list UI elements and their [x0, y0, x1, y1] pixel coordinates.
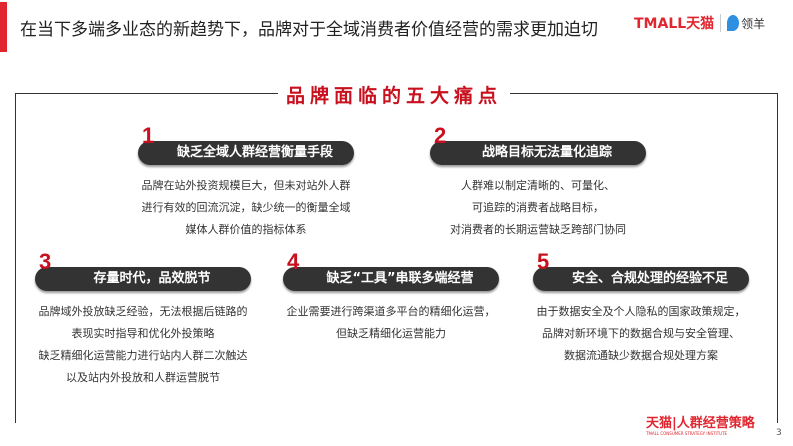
pain-point-title: 1 缺乏全域人群经营衡量手段: [138, 125, 354, 165]
footer-logo: 天猫|人群经营策略 TMALL CONSUMER STRATEGY INSTIT…: [646, 416, 755, 436]
desc-line: 品牌对新环境下的数据合规与安全管理、: [542, 327, 740, 340]
page-title: 在当下多端多业态的新趋势下，品牌对于全域消费者价值经营的需求更加迫切: [20, 20, 598, 40]
pain-point-card: 2 战略目标无法量化追踪 人群难以制定清晰的、可量化、可追踪的消费者战略目标， 对消…: [430, 125, 646, 241]
pain-point-card: 1 缺乏全域人群经营衡量手段 品牌在站外投资规模巨大，但未对站外人群进行有效的回流…: [138, 125, 354, 241]
pain-point-title: 3 存量时代，品效脱节: [35, 251, 251, 291]
pain-point-number: 1: [142, 123, 155, 148]
footer-logo-subtitle: TMALL CONSUMER STRATEGY INSTITUTE: [646, 431, 728, 436]
pain-point-title-text: 存量时代，品效脱节: [93, 271, 211, 286]
desc-line: 人群难以制定清晰的、可量化、: [461, 179, 615, 192]
desc-line: 可追踪的消费者战略目标，: [472, 201, 604, 214]
desc-line: 媒体人群价值的指标体系: [185, 223, 307, 236]
desc-line: 以及站内外投放和人群运营脱节: [66, 371, 220, 384]
desc-line: 缺乏精细化运营能力进行站内人群二次触达: [38, 349, 248, 362]
pain-point-description: 品牌域外投放缺乏经验，无法根据后链路的表现实时指导和优化外投策略缺乏精细化运营能…: [35, 301, 251, 389]
pain-point-card: 5 安全、合规处理的经验不足 由于数据安全及个人隐私的国家政策规定， 品牌对新环境下…: [533, 251, 749, 367]
desc-line: 由于数据安全及个人隐私的国家政策规定，: [536, 305, 746, 318]
pain-point-description: 企业需要进行跨渠道多平台的精细化运营， 但缺乏精细化运营能力: [283, 301, 499, 345]
pain-point-description: 品牌在站外投资规模巨大，但未对站外人群进行有效的回流沉淀，缺少统一的衡量全域媒体…: [138, 175, 354, 241]
footer-logo-text: 天猫|人群经营策略: [646, 416, 755, 431]
desc-line: 品牌域外投放缺乏经验，无法根据后链路的: [38, 305, 248, 318]
pain-point-title: 2 战略目标无法量化追踪: [430, 125, 646, 165]
section-heading: 品牌面临的五大痛点: [278, 81, 511, 108]
partner-logo-text: 领羊: [741, 16, 766, 31]
pain-point-title-text: 缺乏全域人群经营衡量手段: [176, 145, 333, 160]
pain-point-description: 由于数据安全及个人隐私的国家政策规定， 品牌对新环境下的数据合规与安全管理、数据流…: [533, 301, 749, 367]
pain-point-title-text: 安全、合规处理的经验不足: [571, 271, 728, 286]
desc-line: 对消费者的长期运营缺乏跨部门协同: [450, 223, 626, 236]
pain-point-number: 5: [537, 249, 550, 274]
drop-icon: [727, 15, 740, 31]
page-number: 3: [776, 428, 782, 438]
pain-point-title: 4 缺乏“工具”串联多端经营: [283, 251, 499, 291]
desc-line: 表现实时指导和优化外投策略: [71, 327, 215, 340]
partner-logo: 领羊: [727, 15, 765, 32]
desc-line: 但缺乏精细化运营能力: [336, 327, 446, 340]
desc-line: 企业需要进行跨渠道多平台的精细化运营，: [286, 305, 496, 318]
brand-logos: TMALL天猫 领羊: [634, 13, 765, 33]
accent-bar: [0, 2, 7, 52]
pain-point-title-text: 缺乏“工具”串联多端经营: [326, 271, 474, 286]
pain-point-card: 4 缺乏“工具”串联多端经营 企业需要进行跨渠道多平台的精细化运营， 但缺乏精细化运…: [283, 251, 499, 345]
desc-line: 进行有效的回流沉淀，缺少统一的衡量全域: [141, 201, 351, 214]
tmall-logo: TMALL天猫: [634, 16, 715, 32]
pain-point-card: 3 存量时代，品效脱节 品牌域外投放缺乏经验，无法根据后链路的表现实时指导和优化外…: [35, 251, 251, 389]
desc-line: 数据流通缺少数据合规处理方案: [564, 349, 718, 362]
desc-line: 品牌在站外投资规模巨大，但未对站外人群: [141, 179, 351, 192]
pain-point-title-text: 战略目标无法量化追踪: [481, 145, 612, 160]
divider: [720, 14, 722, 32]
pain-point-number: 3: [39, 249, 52, 274]
pain-point-number: 4: [287, 249, 300, 274]
pain-point-number: 2: [434, 123, 447, 148]
pain-point-description: 人群难以制定清晰的、可量化、可追踪的消费者战略目标， 对消费者的长期运营缺乏跨部门…: [430, 175, 646, 241]
pain-point-title: 5 安全、合规处理的经验不足: [533, 251, 749, 291]
